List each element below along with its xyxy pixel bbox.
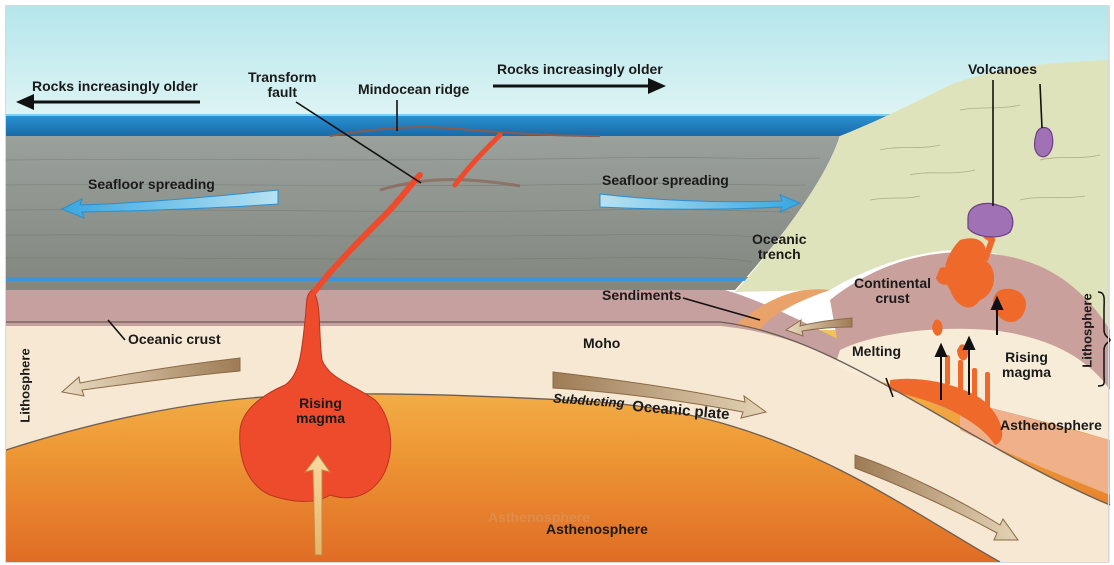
label-oceanic-crust: Oceanic crust <box>128 332 221 347</box>
label-seafloor-spreading-left: Seafloor spreading <box>88 177 215 192</box>
label-transform-fault: Transform fault <box>248 70 316 101</box>
label-seafloor-spreading-right: Seafloor spreading <box>602 173 729 188</box>
label-rocks-older-left: Rocks increasingly older <box>32 79 198 94</box>
ocean-floor <box>6 135 840 290</box>
label-lithosphere-right: Lithosphere <box>1080 293 1095 367</box>
label-midocean-ridge: Mindocean ridge <box>358 82 469 97</box>
label-sediments: Sendiments <box>602 288 681 303</box>
label-lithosphere-left: Lithosphere <box>18 348 33 422</box>
label-rocks-older-right: Rocks increasingly older <box>497 62 663 77</box>
label-moho: Moho <box>583 336 620 351</box>
label-melting: Melting <box>852 344 901 359</box>
label-oceanic-trench: Oceanic trench <box>752 232 806 263</box>
label-rising-magma-right: Rising magma <box>1002 350 1051 381</box>
label-continental-crust: Continental crust <box>854 276 931 307</box>
label-volcanoes: Volcanoes <box>968 62 1037 77</box>
label-asthenosphere-bottom: Asthenosphere <box>546 522 648 537</box>
floor-blue-line <box>6 277 831 281</box>
ocean-water <box>6 115 950 136</box>
label-rising-magma-center: Rising magma <box>296 396 345 427</box>
label-asthenosphere-right: Asthenosphere <box>1000 418 1102 433</box>
